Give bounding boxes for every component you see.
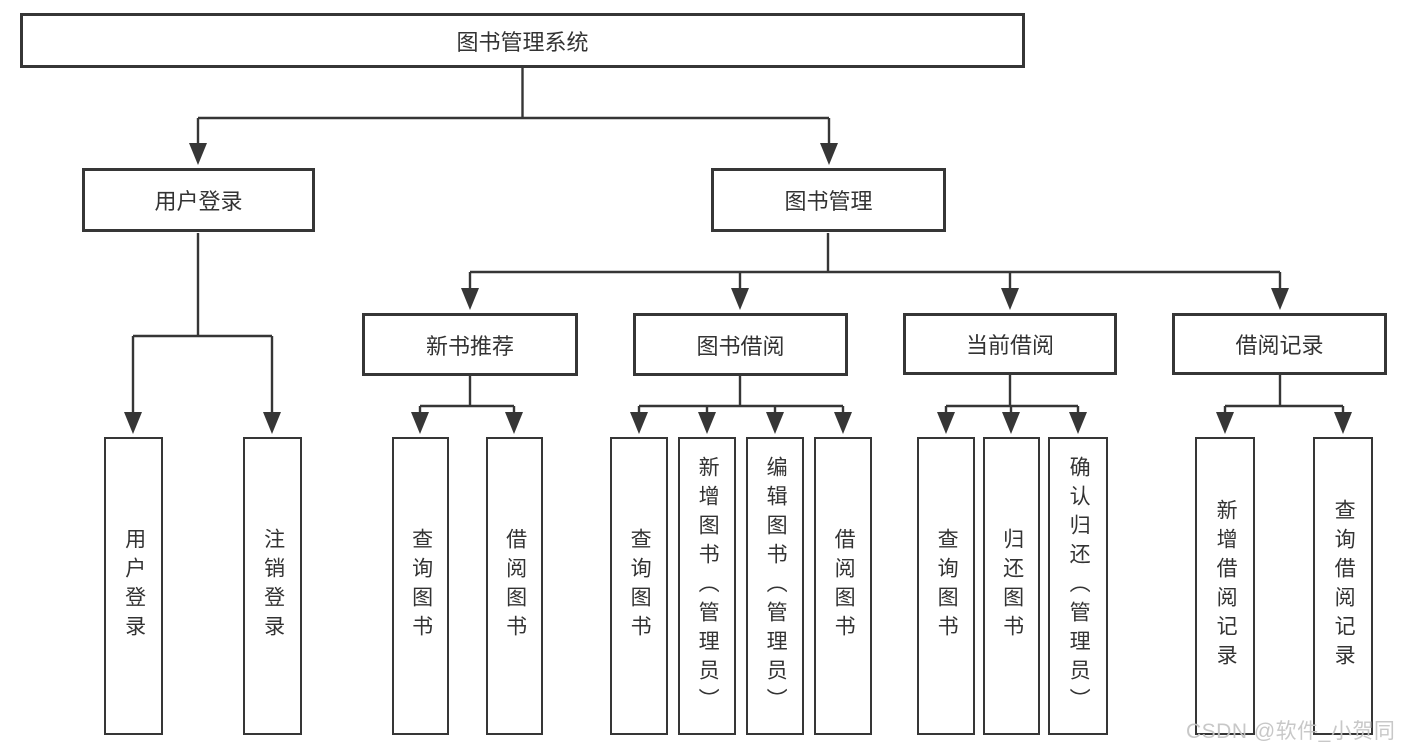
node-user-login: 用户登录: [82, 168, 315, 232]
arrowhead: [1271, 288, 1289, 310]
node-label: 注销登录: [261, 528, 285, 644]
node-label: 新增借阅记录: [1214, 499, 1238, 673]
node-label: 查询图书: [935, 528, 959, 644]
node-label: 借阅图书: [832, 528, 856, 644]
arrowhead: [766, 412, 784, 434]
leaf-edit-book-admin: 编辑图书（管理员）: [746, 437, 804, 735]
node-new-book-recommend: 新书推荐: [362, 313, 578, 376]
node-label: 归还图书: [1000, 528, 1024, 644]
arrowheads: [124, 143, 1352, 434]
leaf-return-book: 归还图书: [983, 437, 1040, 735]
node-book-borrow: 图书借阅: [633, 313, 848, 376]
leaf-query-books-current: 查询图书: [917, 437, 975, 735]
arrowhead: [731, 288, 749, 310]
node-label: 图书管理系统: [456, 29, 589, 55]
arrowhead: [1001, 288, 1019, 310]
arrowhead: [411, 412, 429, 434]
node-label: 查询图书: [409, 528, 433, 644]
node-borrow-records: 借阅记录: [1172, 313, 1387, 375]
arrowhead: [124, 412, 142, 434]
leaf-logout: 注销登录: [243, 437, 302, 735]
leaf-add-borrow-record: 新增借阅记录: [1195, 437, 1255, 735]
leaf-user-login: 用户登录: [104, 437, 163, 735]
arrowhead: [820, 143, 838, 165]
csdn-watermark: CSDN @软件_小贺同学: [1186, 720, 1396, 743]
node-label: 编辑图书（管理员）: [764, 455, 788, 717]
node-current-borrow: 当前借阅: [903, 313, 1117, 375]
node-label: 图书管理: [784, 189, 873, 214]
arrowhead: [698, 412, 716, 434]
node-label: 借阅记录: [1235, 333, 1324, 358]
leaf-add-book-admin: 新增图书（管理员）: [678, 437, 736, 735]
leaf-borrow-books: 借阅图书: [814, 437, 872, 735]
node-label: 用户登录: [122, 528, 146, 644]
node-label: 当前借阅: [965, 333, 1054, 358]
node-label: 借阅图书: [503, 528, 527, 644]
arrowhead: [1069, 412, 1087, 434]
leaf-query-books-borrow: 查询图书: [610, 437, 668, 735]
arrowhead: [505, 412, 523, 434]
node-label: 查询借阅记录: [1332, 499, 1356, 673]
leaf-query-borrow-record: 查询借阅记录: [1313, 437, 1373, 735]
node-label: 新增图书（管理员）: [696, 455, 720, 717]
node-book-management: 图书管理: [711, 168, 946, 232]
node-library-management-system: 图书管理系统: [20, 13, 1025, 68]
leaf-query-books-recommend: 查询图书: [392, 437, 449, 735]
arrowhead: [263, 412, 281, 434]
arrowhead: [937, 412, 955, 434]
arrowhead: [1002, 412, 1020, 434]
node-label: 图书借阅: [696, 333, 785, 359]
arrowhead: [189, 143, 207, 165]
node-label: 查询图书: [628, 528, 652, 644]
arrowhead: [1216, 412, 1234, 434]
arrowhead: [630, 412, 648, 434]
arrowhead: [1334, 412, 1352, 434]
node-label: 确认归还（管理员）: [1067, 455, 1091, 717]
leaf-confirm-return-admin: 确认归还（管理员）: [1048, 437, 1108, 735]
leaf-borrow-books-recommend: 借阅图书: [486, 437, 543, 735]
node-label: 新书推荐: [425, 333, 514, 359]
arrowhead: [834, 412, 852, 434]
node-label: 用户登录: [154, 189, 243, 214]
arrowhead: [461, 288, 479, 310]
